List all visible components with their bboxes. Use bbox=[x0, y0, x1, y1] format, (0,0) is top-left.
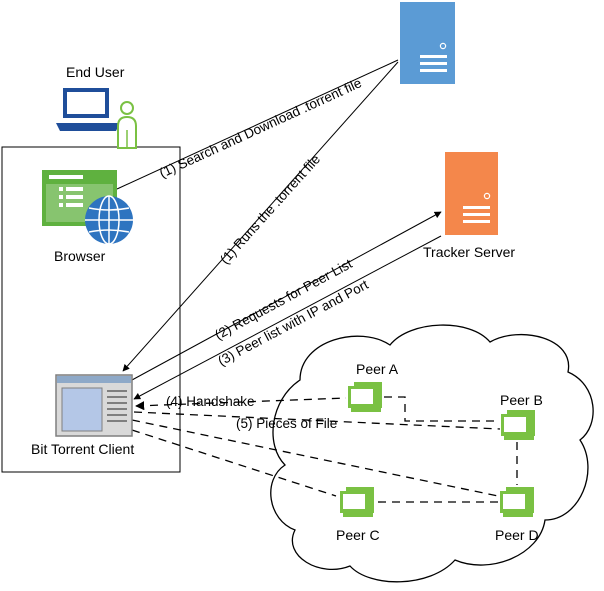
edge-pieces-of-file bbox=[133, 411, 501, 430]
peer-d-label: Peer D bbox=[495, 527, 539, 543]
edge-client-peer-d bbox=[131, 419, 499, 497]
peer-d-computer-icon bbox=[500, 487, 534, 517]
user-machine-box bbox=[1, 146, 181, 473]
bittorrent-client-label: Bit Torrent Client bbox=[31, 441, 134, 457]
edge-peer-a-peer-b bbox=[384, 396, 500, 422]
end-user-icon bbox=[117, 101, 137, 149]
tracker-server-icon bbox=[445, 152, 498, 235]
edge-runs-torrent bbox=[122, 61, 399, 372]
peer-connections bbox=[131, 396, 518, 503]
edge-peer-list-reply bbox=[133, 235, 442, 400]
peer-network-cloud bbox=[270, 324, 594, 583]
label-pieces-of-file: (5) Pieces of File bbox=[236, 416, 337, 431]
edge-search-download bbox=[116, 59, 399, 190]
edge-requests-peer-list bbox=[131, 211, 442, 381]
peer-c-label: Peer C bbox=[336, 527, 380, 543]
peer-b-computer-icon bbox=[501, 410, 535, 440]
end-user-label: End User bbox=[66, 64, 125, 80]
peer-c-computer-icon bbox=[340, 487, 374, 517]
bittorrent-client-icon bbox=[55, 374, 133, 437]
globe-icon bbox=[85, 195, 133, 245]
label-runs-torrent: (1) Runs the .torrent file bbox=[217, 152, 323, 267]
peer-b-label: Peer B bbox=[500, 392, 543, 408]
peer-a-label: Peer A bbox=[356, 361, 399, 377]
label-search-download: (1) Search and Download .torrent file bbox=[157, 75, 364, 180]
edge-client-peer-c bbox=[131, 429, 337, 497]
tracker-server-label: Tracker Server bbox=[423, 244, 515, 260]
label-handshake: (4) Handshake bbox=[166, 394, 255, 409]
browser-label: Browser bbox=[54, 248, 106, 264]
web-server-icon bbox=[400, 2, 455, 84]
user-laptop-icon bbox=[56, 88, 120, 131]
peer-a-computer-icon bbox=[348, 382, 382, 412]
edge-handshake bbox=[135, 397, 347, 411]
